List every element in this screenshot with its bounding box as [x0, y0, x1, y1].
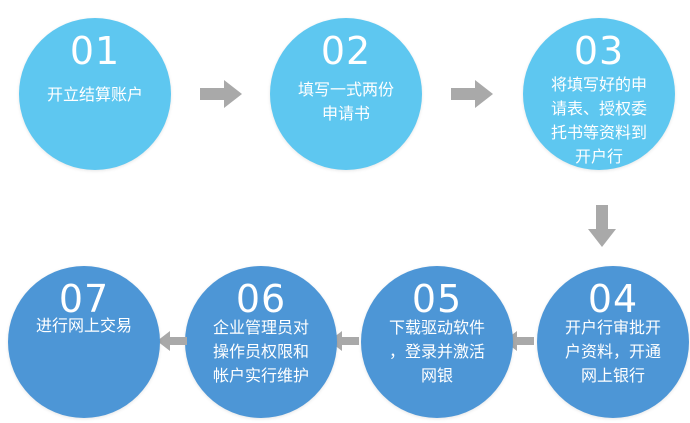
step-label: 开户行审批开 户资料，开通 网上银行 [564, 318, 661, 385]
step-label: 下载驱动软件 ，登录并激活 网银 [388, 318, 485, 385]
step-circle-06: 06 企业管理员对 操作员权限和 帐户实行维护 [185, 266, 337, 418]
arrow-down-icon [588, 205, 616, 247]
step-circle-05: 05 下载驱动软件 ，登录并激活 网银 [361, 266, 513, 418]
step-number: 05 [411, 277, 463, 321]
arrow-right-icon [200, 80, 242, 108]
step-number: 03 [573, 29, 625, 73]
step-number: 01 [69, 29, 121, 73]
step-number: 07 [58, 277, 110, 321]
step-circle-01: 01 开立结算账户 [19, 18, 171, 170]
step-circle-03: 03 将填写好的申 请表、授权委 托书等资料到 开户行 [523, 18, 675, 170]
step-circle-02: 02 填写一式两份 申请书 [270, 18, 422, 170]
step-circle-07: 07 进行网上交易 [8, 266, 160, 418]
step-number: 06 [235, 277, 287, 321]
step-circle-04: 04 开户行审批开 户资料，开通 网上银行 [537, 266, 689, 418]
step-number: 02 [320, 29, 372, 73]
step-label: 进行网上交易 [35, 316, 132, 335]
step-label: 将填写好的申 请表、授权委 托书等资料到 开户行 [550, 75, 647, 166]
arrow-right-icon [451, 80, 493, 108]
arrow-left-icon [157, 331, 187, 351]
step-label: 开立结算账户 [46, 85, 143, 104]
step-label: 填写一式两份 申请书 [297, 80, 394, 123]
step-label: 企业管理员对 操作员权限和 帐户实行维护 [212, 318, 309, 385]
step-number: 04 [587, 277, 639, 321]
